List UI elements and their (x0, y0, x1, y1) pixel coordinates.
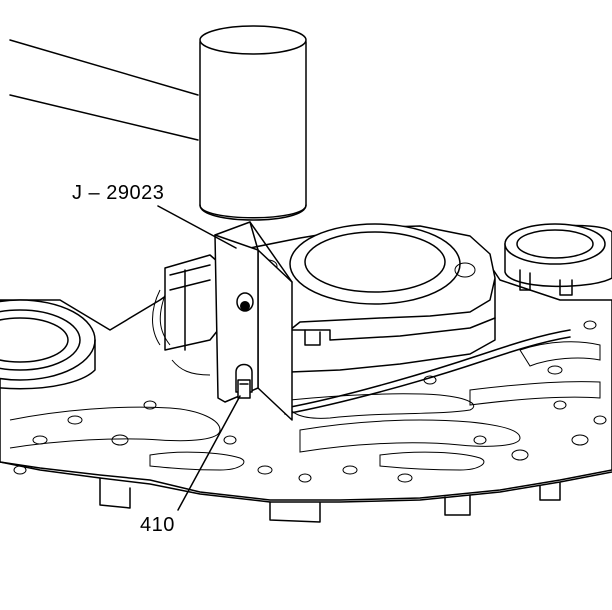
spring-wire-inner (284, 336, 571, 415)
leader-line-tool (157, 205, 237, 249)
callout-part-number: 410 (140, 514, 175, 536)
servo-ring (504, 223, 612, 296)
callout-tool-number: J – 29023 (72, 182, 165, 204)
spring-wire (284, 329, 571, 409)
leader-line-part (177, 395, 241, 511)
left-bore-seal (0, 299, 96, 390)
accumulator-housing (209, 223, 496, 373)
retainer-410 (237, 379, 251, 399)
mallet (9, 25, 307, 221)
tool-j-29023 (214, 221, 293, 421)
